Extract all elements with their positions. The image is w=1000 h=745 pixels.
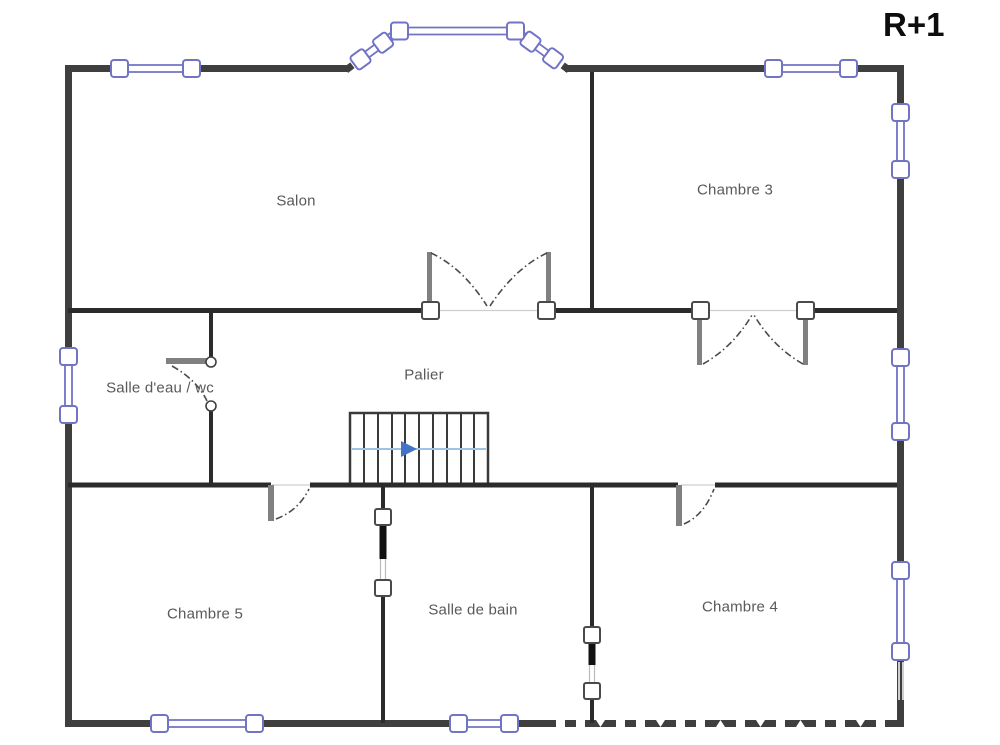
- window-bay-front: [390, 21, 525, 41]
- door-sdb-ch4-frame: [583, 626, 601, 700]
- window-top-right: [764, 59, 858, 78]
- window-bay-right: [512, 25, 568, 72]
- watermark: [556, 662, 904, 727]
- stairs-direction-arrow-icon: [401, 441, 417, 457]
- window-bottom-left: [150, 714, 264, 733]
- wall-sdb-ch4-upper: [590, 485, 594, 629]
- window-right-lower: [891, 561, 910, 661]
- window-bottom-center: [449, 714, 519, 733]
- door-chambre3-double: [691, 301, 815, 365]
- wall-salle-eau-upper: [209, 310, 213, 358]
- door-salon-double: [421, 252, 556, 320]
- windows: [59, 21, 910, 733]
- floor-level-label: R+1: [883, 6, 945, 43]
- wall-salle-eau-lower: [209, 410, 213, 485]
- wall-ch5-sdb-lower: [381, 595, 385, 723]
- wall-h2-right: [715, 482, 897, 488]
- door-chambre5: [268, 485, 310, 521]
- room-label-salon: Salon: [276, 192, 316, 210]
- door-thresholds: [272, 309, 797, 486]
- wall-h1-mid: [545, 308, 700, 313]
- window-bay-left: [347, 25, 403, 72]
- room-label-palier: Palier: [404, 366, 444, 384]
- door-salle-eau: [166, 356, 217, 412]
- window-left: [59, 347, 78, 424]
- wall-h2-left: [68, 482, 271, 488]
- wall-sdb-ch4-lower: [590, 699, 594, 723]
- room-label-salle-eau-wc: Salle d'eau / wc: [106, 379, 214, 397]
- stairs: [348, 411, 490, 487]
- room-label-chambre5: Chambre 5: [166, 605, 244, 623]
- wall-h1-left: [68, 308, 430, 313]
- room-label-chambre4: Chambre 4: [701, 598, 779, 616]
- wall-top-right: [565, 65, 904, 72]
- window-right-upper: [891, 103, 910, 179]
- wall-salon-chambre3: [590, 72, 594, 310]
- door-chambre4: [676, 485, 715, 526]
- window-right-middle: [891, 348, 910, 441]
- window-top-left: [110, 59, 201, 78]
- interior-walls: [68, 72, 897, 723]
- wall-ch5-sdb-upper: [381, 485, 385, 511]
- wall-top-left: [65, 65, 348, 72]
- room-label-chambre3: Chambre 3: [696, 181, 774, 199]
- door-ch5-sdb-frame: [374, 508, 392, 597]
- wall-h2-mid: [310, 482, 678, 488]
- room-label-salle-de-bain: Salle de bain: [428, 601, 518, 619]
- wall-h1-right: [805, 308, 897, 313]
